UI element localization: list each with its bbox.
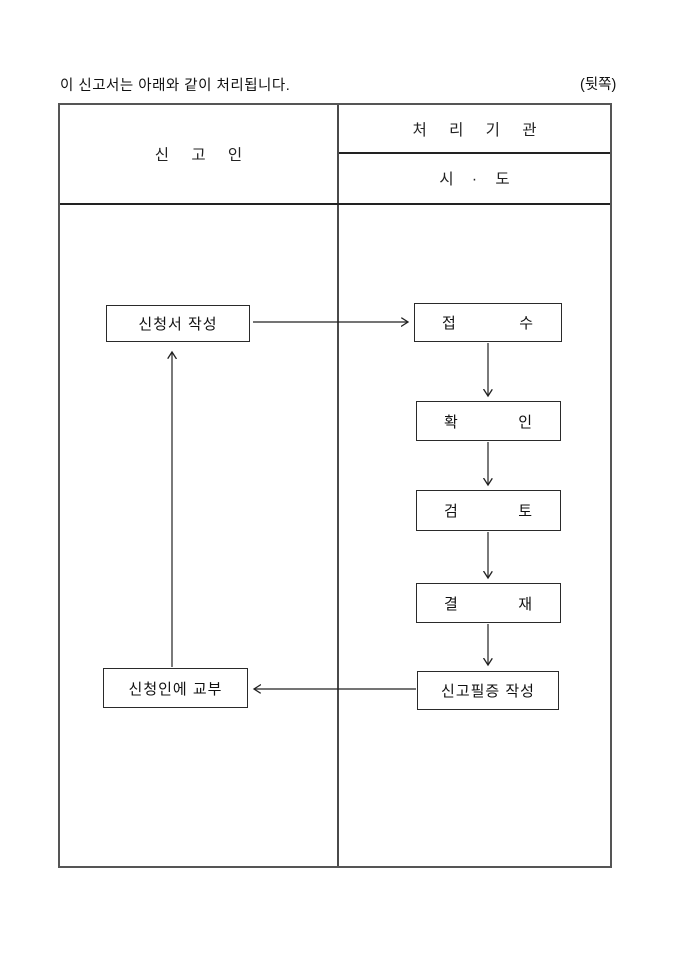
flow-box-receive: 접 수 xyxy=(414,303,562,342)
applicant-column-header: 신 고 인 xyxy=(154,147,252,164)
flow-box-apply: 신청서 작성 xyxy=(106,305,250,342)
flow-box-certificate: 신고필증 작성 xyxy=(417,671,559,710)
flow-box-receive-label-left: 접 xyxy=(442,315,457,332)
flow-box-certificate-label: 신고필증 작성 xyxy=(441,683,535,700)
flow-box-confirm-label-left: 확 xyxy=(444,413,459,431)
flow-box-approve-label-left: 결 xyxy=(444,595,459,613)
agency-header-divider xyxy=(339,152,610,154)
flow-box-confirm-label-right: 인 xyxy=(518,413,533,431)
table-header-divider xyxy=(60,203,610,205)
flow-box-approve: 결 재 xyxy=(416,583,561,623)
flow-box-deliver: 신청인에 교부 xyxy=(103,668,248,708)
flow-box-approve-label-right: 재 xyxy=(518,595,533,613)
process-table: 신 고 인 처 리 기 관 시 · 도 xyxy=(58,103,612,868)
flow-box-receive-label-right: 수 xyxy=(519,315,534,332)
flow-box-review-label-right: 토 xyxy=(518,503,533,520)
processing-note: 이 신고서는 아래와 같이 처리됩니다. xyxy=(60,78,291,94)
flow-box-review: 검 토 xyxy=(416,490,561,531)
flow-box-deliver-label: 신청인에 교부 xyxy=(128,680,223,698)
page-side-label: (뒷쪽) xyxy=(580,77,617,93)
agency-subcolumn-header: 시 · 도 xyxy=(439,170,517,188)
table-center-divider xyxy=(337,105,339,866)
agency-column-header: 처 리 기 관 xyxy=(412,121,546,139)
flow-box-apply-label: 신청서 작성 xyxy=(138,316,218,333)
flow-box-review-label-left: 검 xyxy=(444,503,459,520)
flow-box-confirm: 확 인 xyxy=(416,401,561,441)
